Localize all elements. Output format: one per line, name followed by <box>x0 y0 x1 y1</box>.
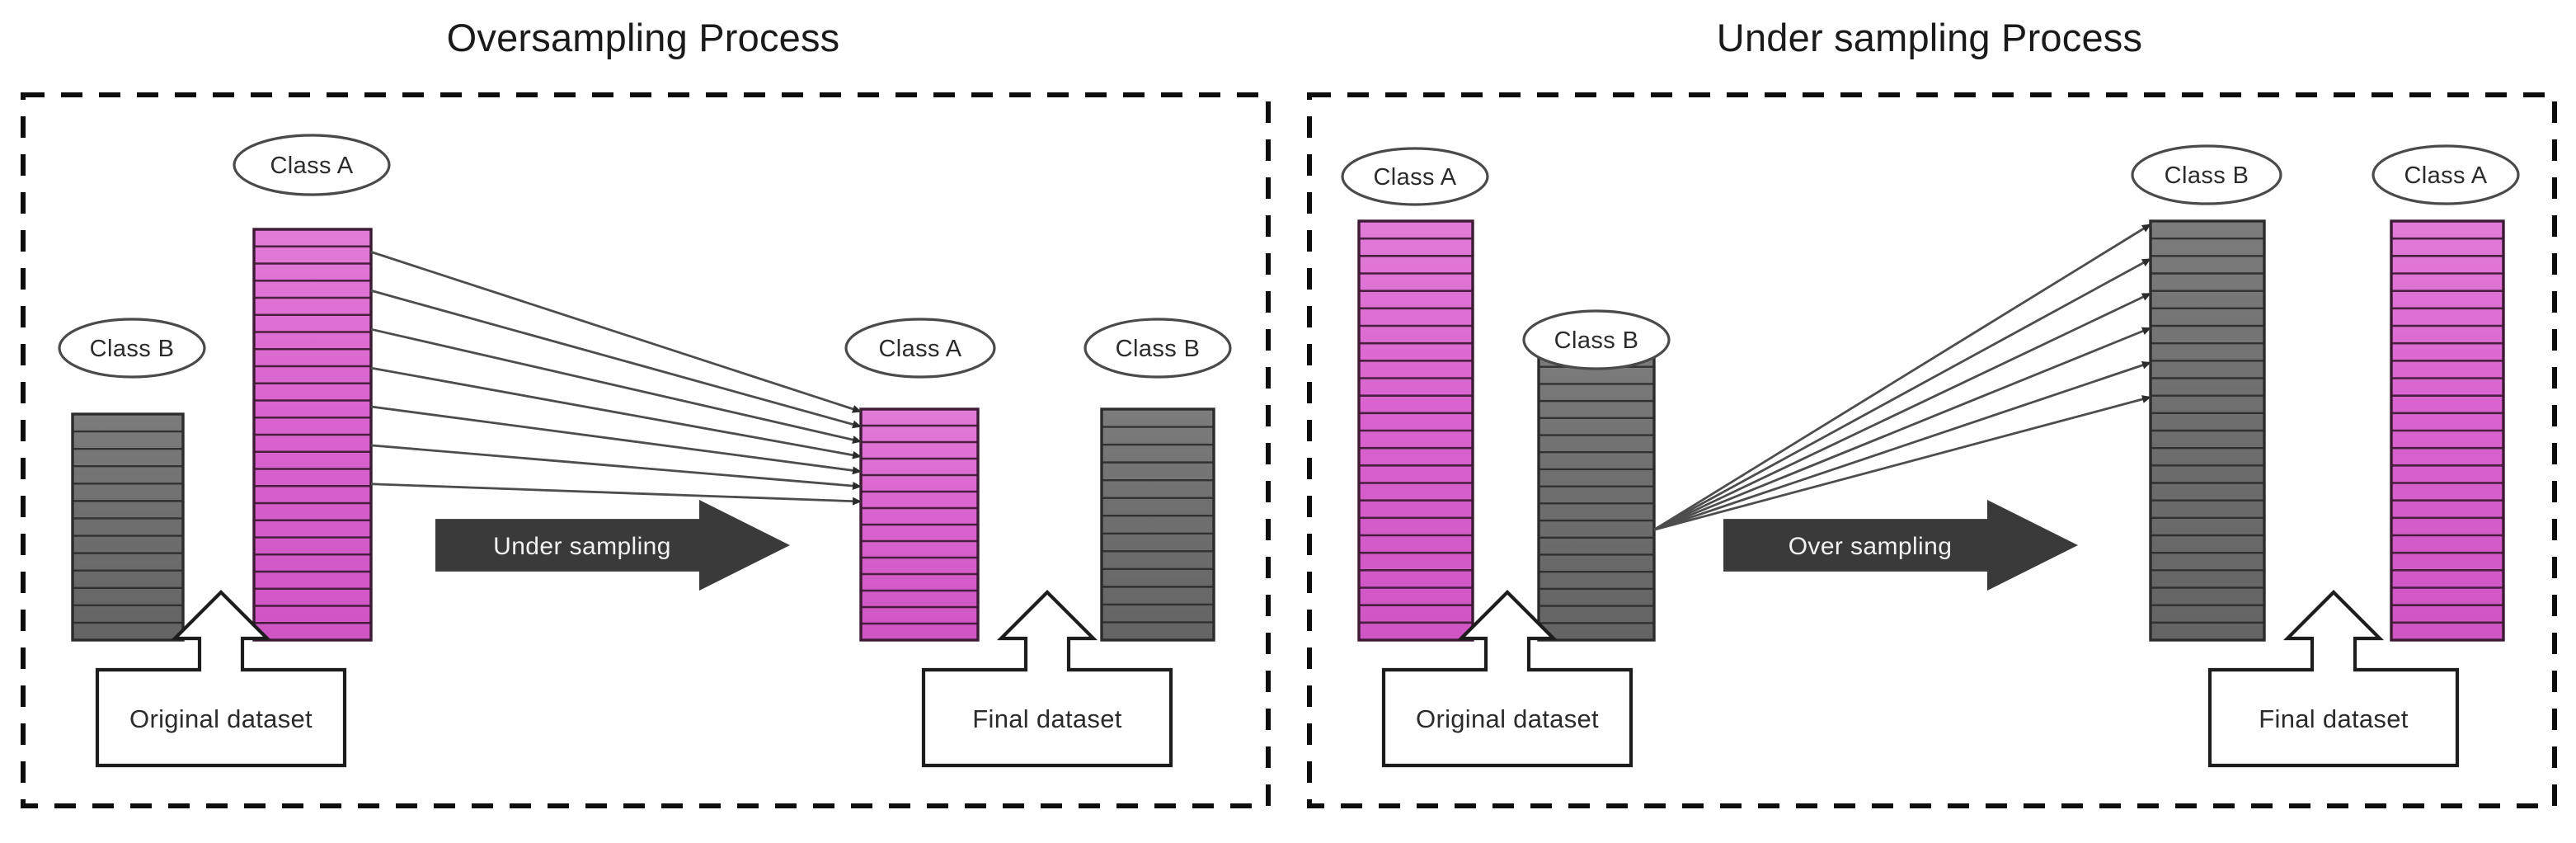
mapping-line <box>1653 257 2151 531</box>
callout-shape <box>2207 590 2460 768</box>
bar-original-class-b <box>71 412 185 642</box>
callout-label: Original dataset <box>1416 704 1599 733</box>
mapping-line <box>1653 292 2151 531</box>
page-title-left: Oversampling Process <box>447 16 840 59</box>
process-arrow-shape <box>435 500 790 591</box>
bar-original-class-a <box>252 228 373 642</box>
callout-final-dataset[interactable]: Final dataset <box>2207 590 2460 768</box>
pill-outline <box>844 318 996 379</box>
bar-frame-final-class-b <box>1100 407 1215 642</box>
process-arrow-label: Under sampling <box>493 533 671 560</box>
bar-us-final-class-a <box>2390 219 2505 642</box>
class-pill-original-class-b[interactable]: Class B <box>58 318 206 379</box>
panel-undersampling: Class A Class B Class B Class A Over samplin… <box>1307 92 2557 808</box>
mapping-line <box>1653 395 2151 531</box>
bar-body-final-class-b <box>1102 409 1214 640</box>
class-pill-label: Class B <box>90 336 175 362</box>
pill-outline <box>1341 147 1489 206</box>
class-pill-label: Class A <box>878 336 961 362</box>
mapping-line <box>370 366 862 459</box>
mapping-line <box>370 251 862 413</box>
class-pill-us-original-class-a[interactable]: Class A <box>1341 147 1489 206</box>
bar-us-original-class-b <box>1537 348 1656 642</box>
pill-outline <box>2372 144 2520 205</box>
bar-frame-us-final-class-a <box>2390 219 2505 642</box>
pill-outline <box>58 318 206 379</box>
bar-final-class-b <box>1100 407 1215 642</box>
bar-frame-original-class-b <box>71 412 185 642</box>
bar-body-original-class-b <box>73 414 183 640</box>
class-pill-label: Class A <box>1373 164 1456 191</box>
mapping-line <box>370 327 862 444</box>
bar-frame-us-final-class-b <box>2149 219 2266 642</box>
class-pill-final-class-b[interactable]: Class B <box>1084 318 1232 379</box>
callout-label: Final dataset <box>972 704 1121 733</box>
page-title-right: Under sampling Process <box>1717 16 2142 59</box>
pill-outline <box>2131 144 2282 205</box>
callout-shape <box>921 590 1173 768</box>
bar-us-final-class-b <box>2149 219 2266 642</box>
mapping-line <box>370 289 862 429</box>
class-pill-label: Class A <box>2404 162 2487 189</box>
bar-frame-original-class-a <box>252 228 373 642</box>
mapping-line <box>1653 223 2151 531</box>
callout-label: Final dataset <box>2259 704 2408 733</box>
mapping-line <box>1653 360 2151 531</box>
class-pill-label: Class B <box>2165 162 2249 189</box>
class-pill-final-class-a[interactable]: Class A <box>844 318 996 379</box>
class-pill-us-original-class-b[interactable]: Class B <box>1522 309 1671 370</box>
pill-outline <box>1084 318 1232 379</box>
mapping-line <box>1653 327 2151 531</box>
mapping-lines <box>370 251 862 506</box>
class-pill-us-final-class-b[interactable]: Class B <box>2131 144 2282 205</box>
mapping-line <box>370 483 862 506</box>
class-pill-label: Class B <box>1554 327 1639 354</box>
bar-frame-us-original-class-a <box>1357 219 1474 642</box>
callout-original-dataset[interactable]: Original dataset <box>1381 590 1634 768</box>
panel-dashed-border <box>21 92 1271 808</box>
process-arrow[interactable]: Under sampling <box>435 500 790 591</box>
bar-body-us-original-class-b <box>1539 350 1654 640</box>
panels-group: Class B Class A Class A Class B Under sampli… <box>21 92 2557 808</box>
callout-original-dataset[interactable]: Original dataset <box>95 590 347 768</box>
panel-oversampling: Class B Class A Class A Class B Under sampli… <box>21 92 1271 808</box>
bar-frame-final-class-a <box>859 407 980 642</box>
pill-outline <box>1522 309 1671 370</box>
mapping-line <box>370 444 862 490</box>
process-arrow[interactable]: Over sampling <box>1723 500 2078 591</box>
class-pill-us-final-class-a[interactable]: Class A <box>2372 144 2520 205</box>
process-arrow-shape <box>1723 500 2078 591</box>
class-pill-label: Class A <box>270 153 353 179</box>
panel-dashed-border <box>1307 92 2557 808</box>
class-pill-label: Class B <box>1116 336 1201 362</box>
bar-us-original-class-a <box>1357 219 1474 642</box>
callout-final-dataset[interactable]: Final dataset <box>921 590 1173 768</box>
callout-shape <box>95 590 347 768</box>
bar-final-class-a <box>859 407 980 642</box>
callout-shape <box>1381 590 1634 768</box>
pill-outline <box>233 134 391 196</box>
class-pill-original-class-a[interactable]: Class A <box>233 134 391 196</box>
callout-label: Original dataset <box>129 704 313 733</box>
mapping-lines <box>1653 223 2151 531</box>
process-arrow-label: Over sampling <box>1789 533 1953 560</box>
mapping-line <box>370 405 862 475</box>
